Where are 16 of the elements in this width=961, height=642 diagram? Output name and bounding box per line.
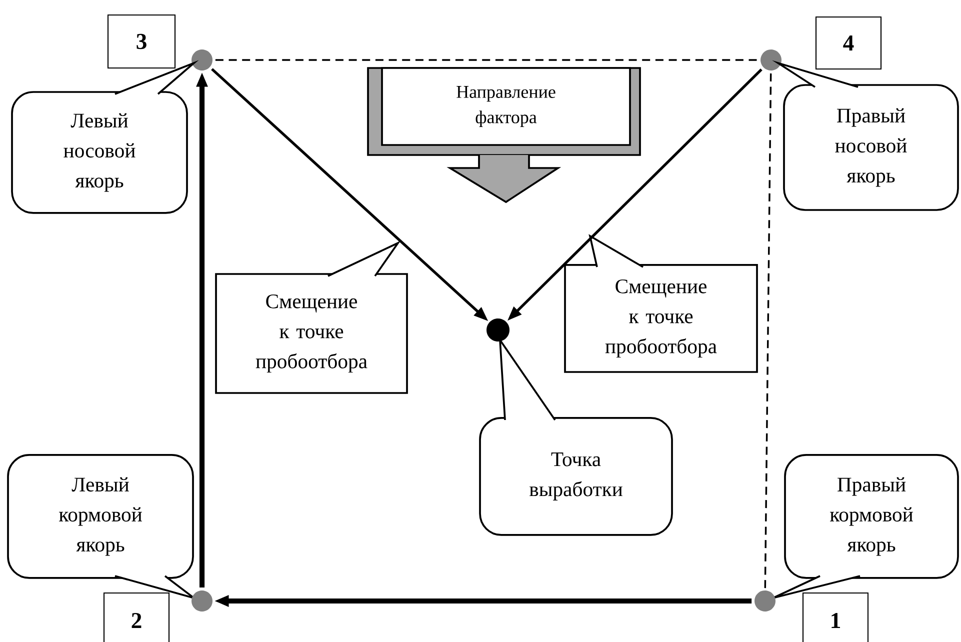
sampling-point — [486, 318, 510, 342]
connector-line — [215, 59, 759, 61]
anchor-point — [192, 590, 212, 612]
number-box: 1 — [802, 592, 869, 642]
callout: Смещение к точке пробоотбора — [215, 240, 408, 394]
callout: Правый кормовой якорь — [772, 454, 959, 599]
anchor-point — [754, 590, 776, 612]
anchor-point — [192, 50, 212, 70]
callout: Левый носовой якорь — [11, 60, 199, 214]
callout: Смещение к точке пробоотбора — [564, 234, 758, 373]
connector-line — [764, 73, 772, 589]
number-box: 2 — [103, 592, 170, 642]
anchor-point — [760, 50, 782, 70]
number-box: 4 — [815, 16, 882, 70]
number-box: 3 — [107, 14, 176, 69]
callout: Правый носовой якорь — [772, 60, 959, 211]
